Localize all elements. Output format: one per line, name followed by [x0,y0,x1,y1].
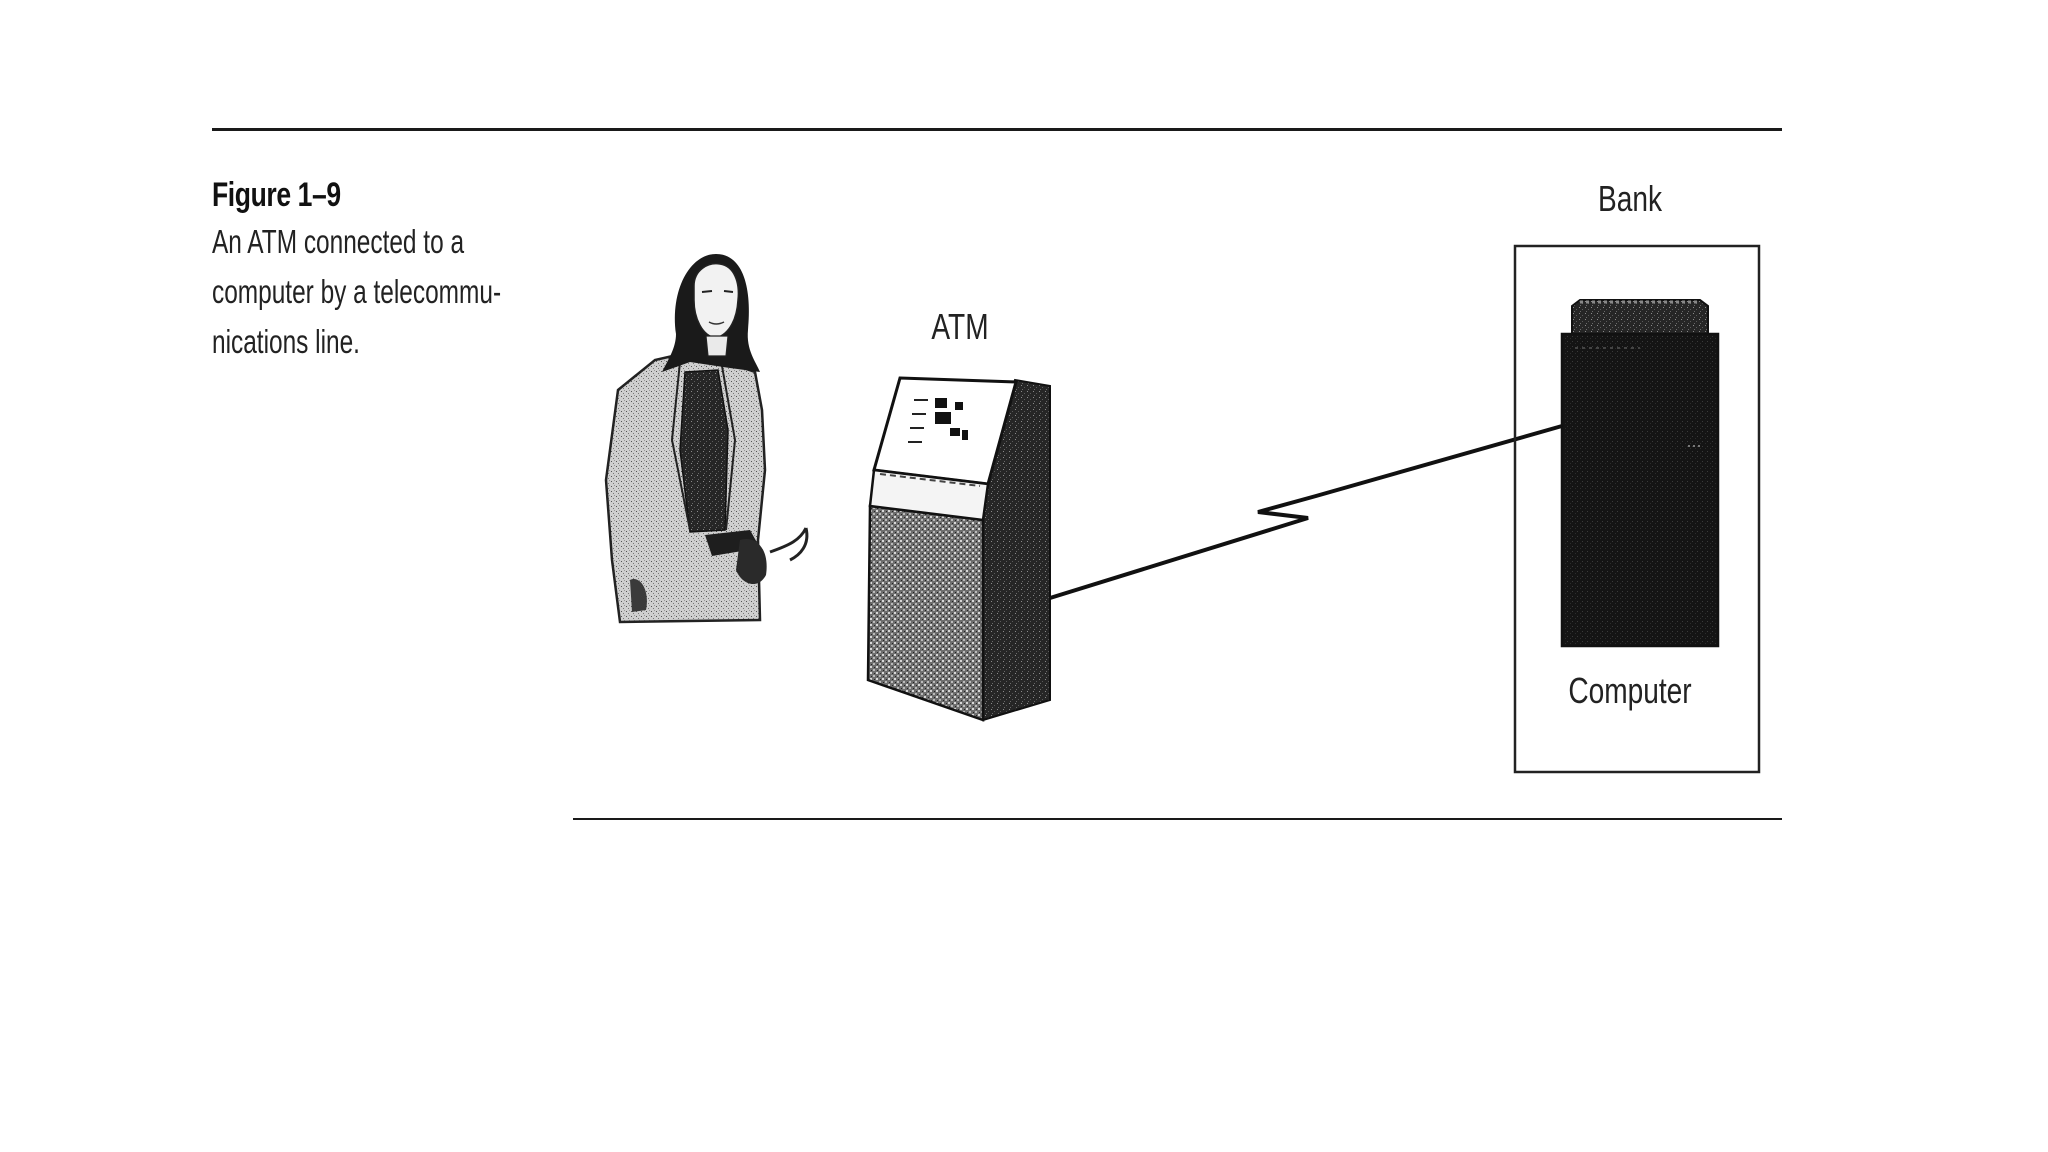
atm-machine-icon [866,376,1051,722]
mainframe-computer-icon [1560,299,1720,648]
bank-box [1513,244,1761,774]
bank-label: Bank [1597,178,1663,219]
figure-caption-text: An ATM connected to a computer by a tele… [212,217,523,367]
caption-line: computer by a telecommu- [212,273,502,310]
figure-caption: Figure 1–9 An ATM connected to a compute… [212,176,542,367]
bottom-rule [573,818,1782,820]
atm-label: ATM [931,306,989,347]
person-icon [604,254,809,624]
figure-number: Figure 1–9 [212,176,341,214]
top-rule [212,128,1782,131]
telecom-line [1049,424,1563,600]
caption-line: An ATM connected to a [212,223,465,260]
computer-label: Computer [1568,670,1692,711]
caption-line: nications line. [212,323,360,360]
